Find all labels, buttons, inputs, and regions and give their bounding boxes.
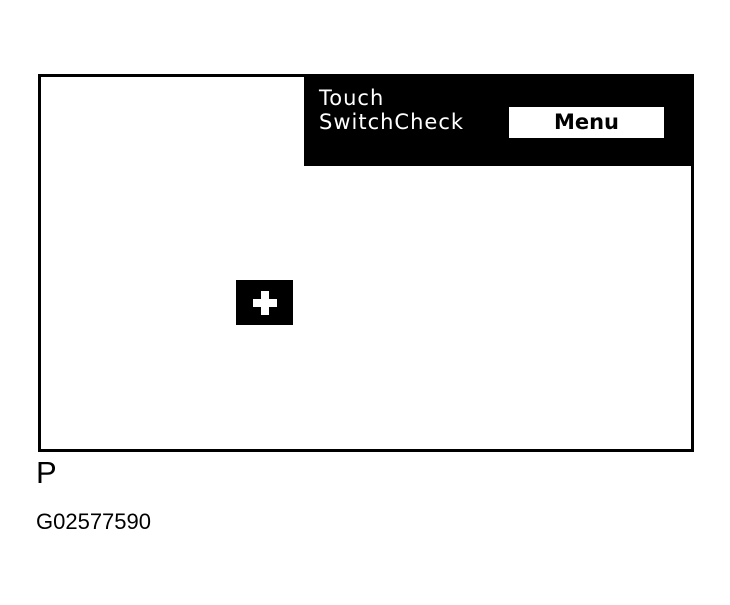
- screen-title-line2: SwitchCheck: [319, 110, 465, 134]
- screen-title-line1: Touch: [319, 86, 385, 110]
- plus-icon: [252, 290, 277, 315]
- header-panel: Touch SwitchCheck Menu: [304, 77, 691, 166]
- touch-screen-display: Touch SwitchCheck Menu: [38, 74, 694, 452]
- screen-title: Touch SwitchCheck: [319, 86, 464, 134]
- caption-letter: P: [36, 455, 57, 490]
- figure-id: G02577590: [36, 509, 151, 534]
- touch-target[interactable]: [236, 280, 293, 325]
- menu-button[interactable]: Menu: [509, 107, 664, 138]
